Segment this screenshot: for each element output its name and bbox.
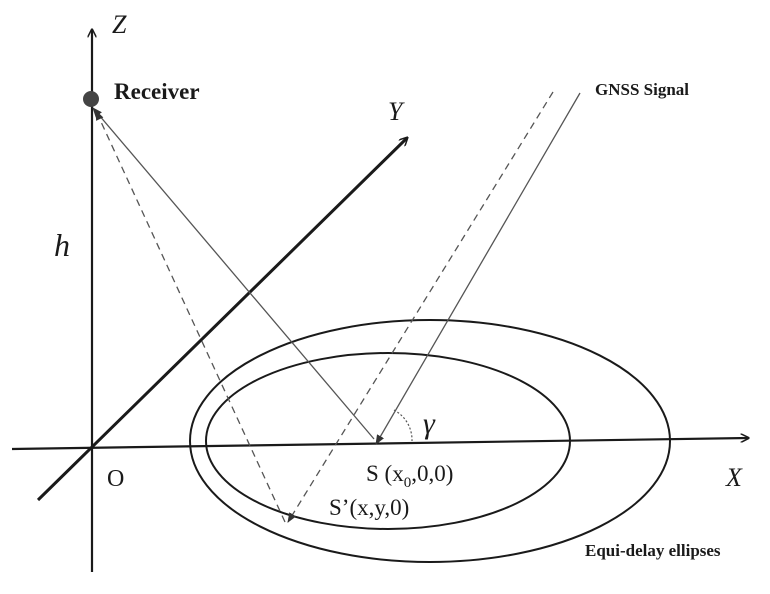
specular-point-prefix: S (x [366,461,404,486]
reflected-ray-specular [92,107,375,440]
y-axis-label: Y [388,97,405,126]
reflected-ray-scatter [95,110,286,523]
outer-equi-delay-ellipse [189,319,671,563]
x-axis [11,438,748,451]
specular-point-subscript: 0 [404,475,412,491]
y-axis [36,138,407,502]
gnss-signal-dashed-ray [287,91,554,523]
gnss-signal-label: GNSS Signal [595,80,689,99]
receiver-point [83,91,99,107]
height-label: h [54,227,70,263]
specular-point-label: S (x0,0,0) [366,461,453,491]
x-axis-label: X [725,463,743,492]
scatter-point-label: S’(x,y,0) [329,495,409,520]
ellipses-label: Equi-delay ellipses [585,541,721,560]
incidence-angle-arc [393,409,413,442]
gnss-signal-direct-ray [375,92,581,445]
specular-point-suffix: ,0,0) [411,461,453,486]
z-axis-label: Z [112,10,127,39]
receiver-label: Receiver [114,79,200,104]
angle-gamma-label: γ [423,407,436,440]
origin-label: O [107,466,124,492]
